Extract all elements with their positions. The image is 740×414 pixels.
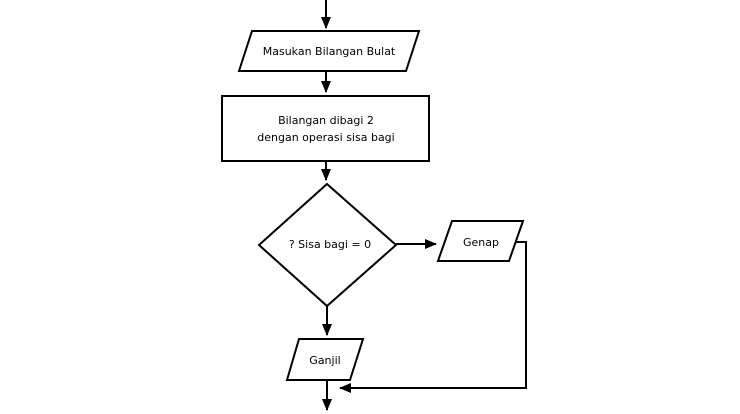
genap-node-shape (436, 220, 525, 262)
ganjil-node-label: Ganjil (309, 354, 340, 367)
process-node-shape (221, 95, 430, 162)
decision-node-shape (257, 182, 398, 308)
input-node-label: Masukan Bilangan Bulat (263, 45, 396, 58)
process-node-label-line1: Bilangan dibagi 2 (278, 114, 374, 127)
decision-node-label: ? Sisa bagi = 0 (289, 238, 371, 251)
input-node-shape (237, 30, 421, 72)
ganjil-node-shape (285, 338, 365, 381)
genap-node-label: Genap (463, 236, 499, 249)
connector-genap-feedback-arrow (339, 241, 527, 393)
process-node-label-line2: dengan operasi sisa bagi (257, 131, 394, 144)
